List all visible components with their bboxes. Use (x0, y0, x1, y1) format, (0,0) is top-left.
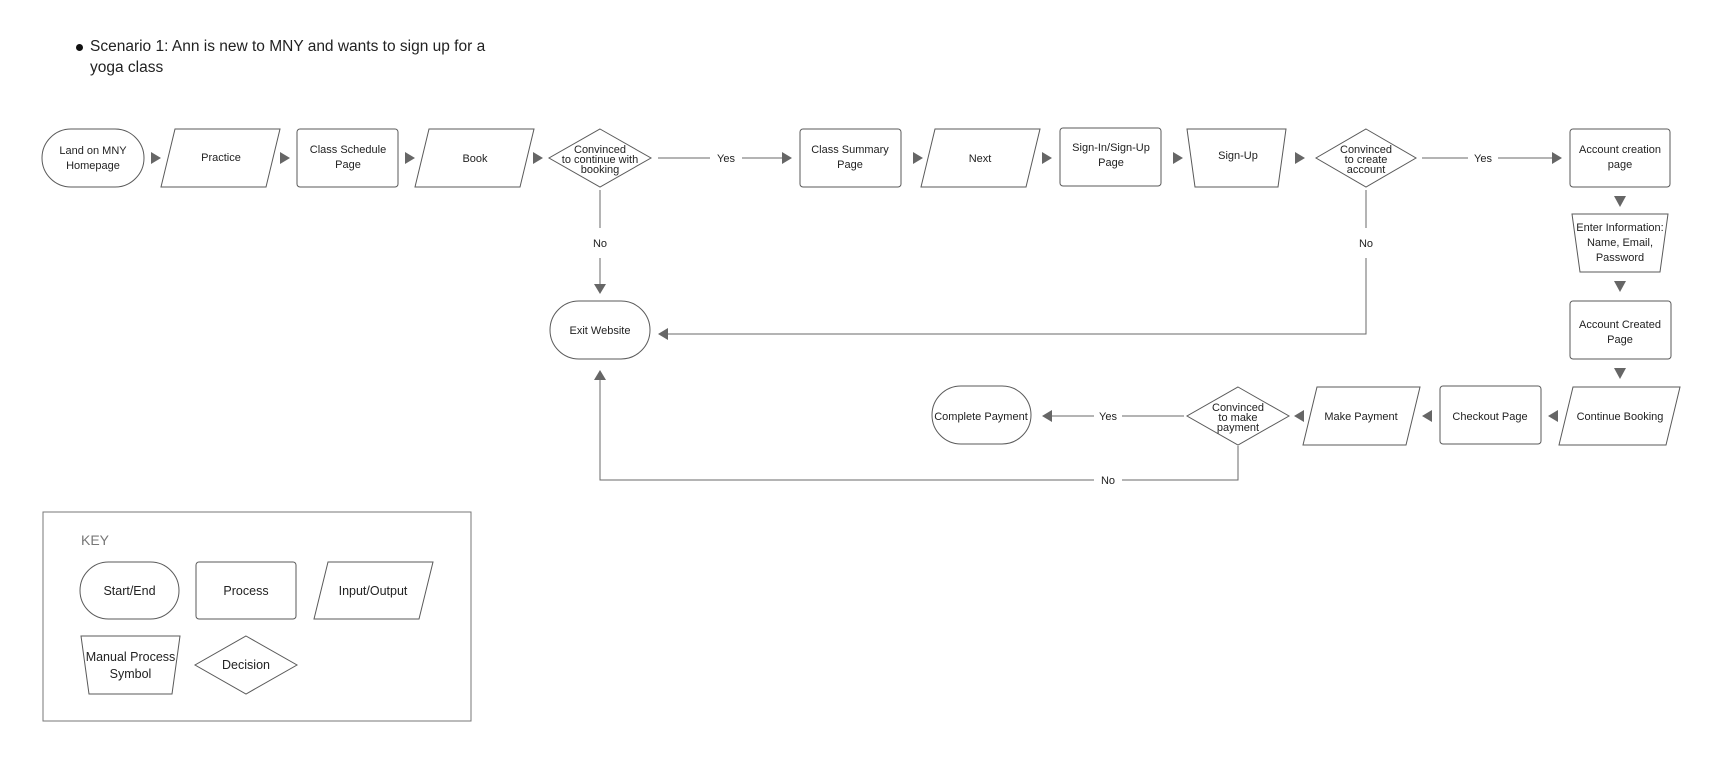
arrow-icon (1042, 410, 1052, 422)
arrow-icon (594, 370, 606, 380)
node-next: Next (920, 128, 1041, 188)
arrow-icon (151, 152, 161, 164)
arrow-icon (280, 152, 290, 164)
edge-label-no-booking: No (593, 238, 607, 250)
svg-text:Enter Information:Name, Email,: Enter Information:Name, Email,Password (1576, 222, 1663, 264)
arrow-icon (405, 152, 415, 164)
arrow-icon (658, 328, 668, 340)
node-practice: Practice (160, 128, 281, 188)
edge-payment-no-line-a (1122, 446, 1239, 481)
scenario-label: Scenario 1 (90, 38, 165, 55)
svg-text:Practice: Practice (201, 152, 241, 164)
node-signup: Sign-Up (1186, 128, 1287, 188)
scenario-description: : Ann is new to MNY and wants to sign up… (90, 38, 486, 76)
arrow-icon (1173, 152, 1183, 164)
legend-title: KEY (81, 532, 110, 548)
legend-decision: Decision (193, 635, 299, 695)
arrow-icon (1548, 410, 1558, 422)
arrow-icon (782, 152, 792, 164)
arrow-icon (1614, 368, 1626, 379)
edge-label-yes-booking: Yes (717, 153, 735, 165)
arrow-icon (1614, 196, 1626, 207)
svg-text:Process: Process (223, 584, 268, 598)
svg-text:Checkout Page: Checkout Page (1452, 411, 1527, 423)
arrow-icon (1422, 410, 1432, 422)
node-complete-payment: Complete Payment (931, 385, 1032, 445)
svg-text:Complete Payment: Complete Payment (934, 411, 1028, 423)
legend-input-output: Input/Output (313, 561, 434, 620)
svg-text:Next: Next (969, 153, 992, 165)
node-make-payment: Make Payment (1302, 386, 1421, 446)
svg-text:Input/Output: Input/Output (339, 584, 408, 598)
svg-text:Continue Booking: Continue Booking (1577, 411, 1664, 423)
svg-text:Book: Book (462, 153, 488, 165)
arrow-icon (594, 284, 606, 294)
bullet-icon (76, 44, 83, 51)
arrow-icon (1295, 152, 1305, 164)
node-exit-website: Exit Website (549, 300, 651, 360)
arrow-icon (1042, 152, 1052, 164)
edge-payment-no-line-b (599, 380, 1094, 481)
edge-label-no-payment: No (1101, 475, 1115, 487)
scenario-text: Scenario 1: Ann is new to MNY and wants … (76, 36, 510, 78)
legend-process: Process (195, 561, 297, 620)
arrow-icon (1552, 152, 1562, 164)
legend: KEY Start/End Process Input/Output Manua… (42, 511, 472, 722)
svg-text:Sign-Up: Sign-Up (1218, 150, 1258, 162)
edge-label-no-account: No (1359, 238, 1373, 250)
node-book: Book (414, 128, 535, 188)
arrow-icon (533, 152, 543, 164)
arrow-icon (1294, 410, 1304, 422)
node-checkout-page: Checkout Page (1439, 385, 1542, 445)
arrow-icon (913, 152, 923, 164)
legend-start-end: Start/End (79, 561, 180, 620)
edge-label-yes-account: Yes (1474, 153, 1492, 165)
svg-text:Start/End: Start/End (103, 584, 155, 598)
svg-text:Decision: Decision (222, 658, 270, 672)
arrow-icon (1614, 281, 1626, 292)
svg-text:Exit Website: Exit Website (570, 325, 631, 337)
edge-account-no-line-b (668, 258, 1367, 335)
node-continue-booking: Continue Booking (1558, 386, 1681, 446)
connectors (151, 152, 1626, 481)
svg-text:Make Payment: Make Payment (1324, 411, 1397, 423)
edge-label-yes-payment: Yes (1099, 411, 1117, 423)
node-enter-information: Enter Information:Name, Email,Password (1571, 213, 1669, 273)
